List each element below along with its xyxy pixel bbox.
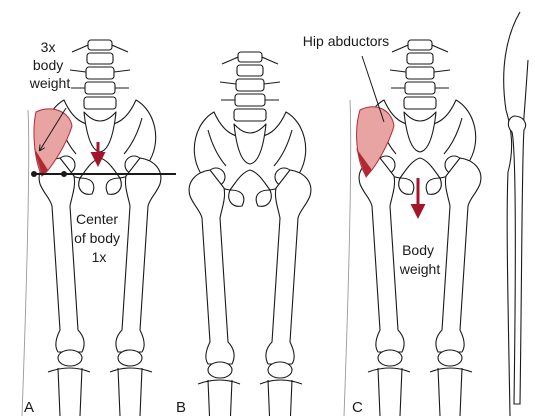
hip-skeleton-a: [39, 40, 161, 416]
hip-joint-point: [61, 171, 67, 177]
panel-a: 3x body weight Center of body 1x A: [22, 39, 176, 416]
side-view-silhouette: [504, 12, 528, 416]
panel-c: Hip abductors Body weight C: [303, 33, 481, 416]
panel-letter-c: C: [352, 399, 363, 416]
hip-skeleton-c: [359, 40, 481, 416]
panel-b: B: [176, 52, 311, 416]
body-outline-c: [344, 100, 351, 416]
panel-letter-b: B: [176, 399, 186, 416]
hip-abductors-label: Hip abductors: [303, 33, 389, 49]
body-outline-a: [22, 110, 29, 416]
hip-skeleton-b: [189, 52, 311, 416]
panel-letter-a: A: [24, 399, 34, 416]
force-label: 3x body weight: [29, 39, 71, 91]
center-of-body-label: Center of body 1x: [74, 211, 124, 265]
body-weight-label: Body weight: [399, 242, 441, 277]
muscle-pivot-point: [31, 171, 37, 177]
